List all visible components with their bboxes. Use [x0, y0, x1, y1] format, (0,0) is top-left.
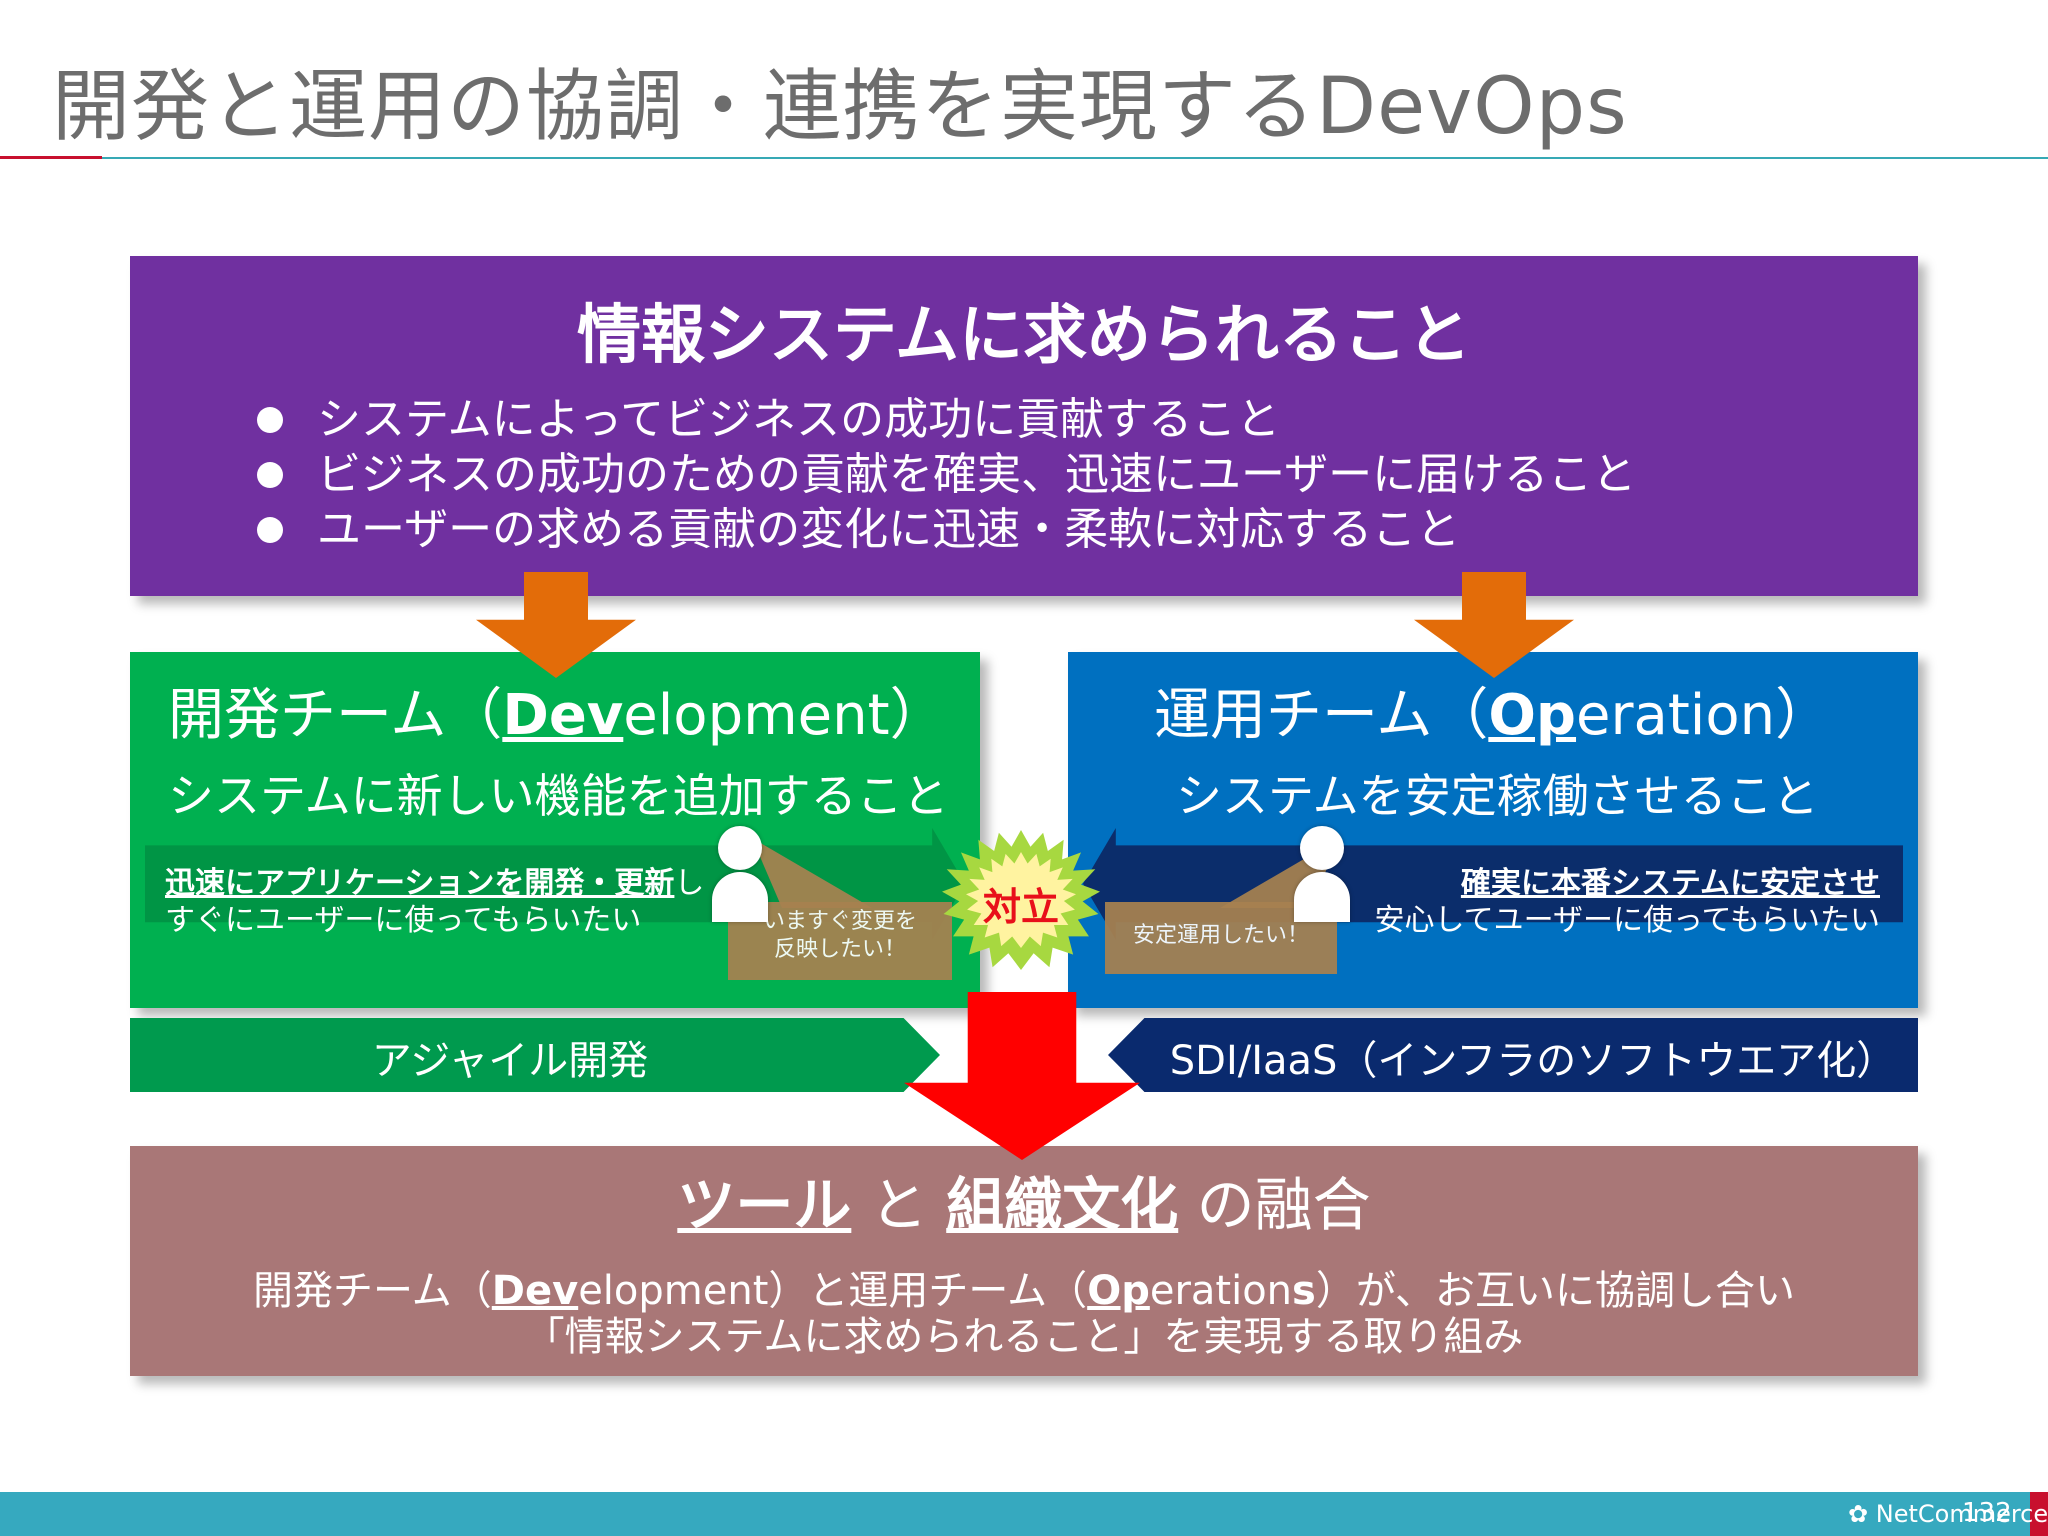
- ops-team-goal: システムを安定稼働させること: [1176, 769, 1819, 823]
- fusion-description-line2: 「情報システムに求められること」を実現する取り組み: [524, 1314, 1524, 1360]
- ops-wish-line1: 確実に本番システムに安定させ: [1460, 866, 1880, 901]
- title-rule: [102, 157, 2048, 159]
- dev-team-box: 開発チーム（Development） システムに新しい機能を追加すること: [130, 652, 980, 1008]
- title-rule-accent: [0, 156, 102, 159]
- footer-accent: [2030, 1492, 2048, 1536]
- agile-bar: アジャイル開発: [130, 1018, 940, 1092]
- operator-person-icon: [1294, 826, 1350, 922]
- bullet-icon: [257, 407, 283, 433]
- slide-title: 開発と運用の協調・連携を実現するDevOps: [52, 62, 1628, 152]
- fusion-description-line1: 開発チーム（Development）と運用チーム（Operations）が、お互…: [252, 1268, 1796, 1314]
- ops-team-box: 運用チーム（Operation） システムを安定稼働させること: [1068, 652, 1918, 1008]
- bullet-icon: [257, 517, 283, 543]
- ops-team-title: 運用チーム（Operation）: [1154, 683, 1832, 748]
- dev-team-goal: システムに新しい機能を追加すること: [168, 769, 949, 823]
- list-item: システムによってビジネスの成功に貢献すること: [255, 392, 1636, 447]
- dev-team-title: 開発チーム（Development）: [168, 683, 946, 748]
- fusion-down-arrow-icon: [904, 992, 1140, 1160]
- list-item: ビジネスの成功のための貢献を確実、迅速にユーザーに届けること: [255, 447, 1636, 502]
- requirements-box: 情報システムに求められること システムによってビジネスの成功に貢献すること ビジ…: [130, 256, 1918, 596]
- ops-speech-bubble: 安定運用したい！: [1105, 902, 1337, 974]
- bullet-icon: [257, 462, 283, 488]
- dev-wish-line1: 迅速にアプリケーションを開発・更新し: [165, 866, 705, 901]
- fusion-heading: ツール と 組織文化 の融合: [677, 1171, 1371, 1239]
- requirements-heading: 情報システムに求められること: [576, 299, 1472, 373]
- ops-wish-line2: 安心してユーザーに使ってもらいたい: [1374, 903, 1881, 938]
- developer-person-icon: [712, 826, 768, 922]
- footer-bar: [0, 1492, 2048, 1536]
- page-number: 132: [1962, 1498, 2012, 1528]
- conflict-label: 対立: [982, 885, 1059, 929]
- requirements-list: システムによってビジネスの成功に貢献すること ビジネスの成功のための貢献を確実、…: [255, 392, 1636, 557]
- dev-wish-line2: すぐにユーザーに使ってもらいたい: [165, 903, 642, 938]
- list-item: ユーザーの求める貢献の変化に迅速・柔軟に対応すること: [255, 502, 1636, 557]
- company-logo: ✿ NetCommerce: [1848, 1500, 2048, 1528]
- sdi-bar: SDI/IaaS（インフラのソフトウエア化）: [1108, 1018, 1918, 1092]
- fusion-box: ツール と 組織文化 の融合 開発チーム（Development）と運用チーム（…: [130, 1146, 1918, 1376]
